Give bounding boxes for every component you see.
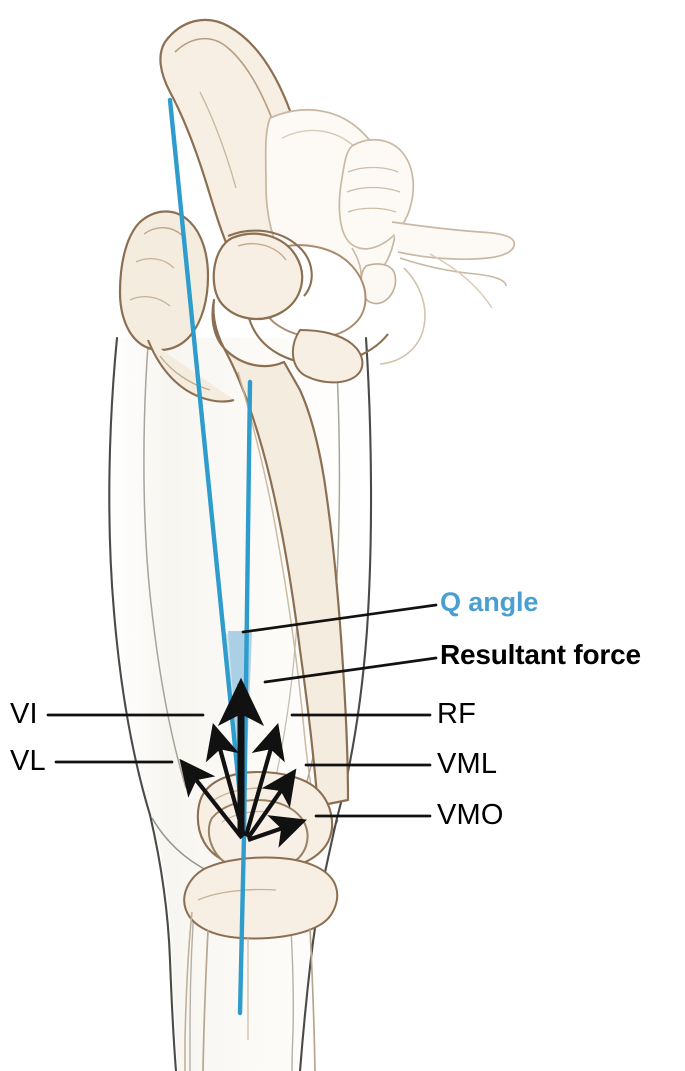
label-vl: VL — [10, 745, 46, 777]
q-angle-leader — [241, 603, 438, 634]
label-vi: VI — [10, 698, 38, 730]
force-arrows — [179, 677, 307, 848]
label-q-angle: Q angle — [440, 587, 539, 617]
label-resultant-force: Resultant force — [440, 639, 641, 670]
rf-force-arrow — [243, 722, 285, 837]
vmo-force-arrow — [247, 815, 307, 848]
resultant-force-leader — [263, 656, 438, 684]
vl-force-arrow — [179, 758, 244, 840]
tibial-tubercle-axis-line — [241, 379, 253, 839]
vi-force-arrow — [205, 722, 247, 837]
label-vml: VML — [437, 748, 498, 780]
label-vmo: VMO — [437, 799, 504, 831]
vml-force-arrow — [246, 768, 297, 840]
label-rf: RF — [437, 698, 477, 730]
leader-lines — [46, 603, 438, 818]
patellar-tendon-line — [237, 833, 247, 1016]
